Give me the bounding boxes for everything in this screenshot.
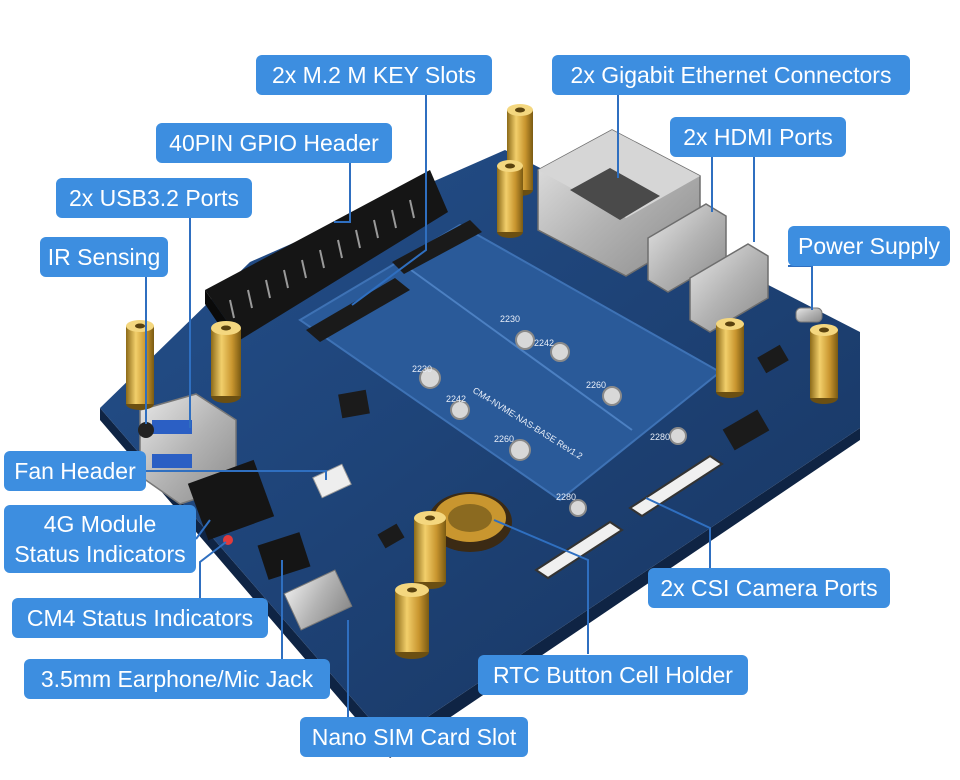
audio-jack	[257, 532, 311, 580]
label-4g-status: 4G Module Status Indicators	[4, 505, 196, 573]
chip	[757, 344, 789, 374]
label-power: Power Supply	[788, 226, 950, 266]
slot-size: 2280	[556, 492, 576, 502]
slot-size: 2242	[446, 394, 466, 404]
chip	[377, 523, 405, 549]
label-4g-line1: 4G Module	[43, 511, 157, 537]
ir-sensor	[138, 422, 154, 438]
label-m2-slots: 2x M.2 M KEY Slots	[256, 55, 492, 95]
label-rtc: RTC Button Cell Holder	[478, 655, 748, 695]
label-usb: 2x USB3.2 Ports	[56, 178, 252, 218]
slot-size: 2230	[500, 314, 520, 324]
standoff-screws	[419, 330, 687, 517]
leader-cm4	[199, 541, 227, 601]
label-audio: 3.5mm Earphone/Mic Jack	[24, 659, 330, 699]
label-4g-line2: Status Indicators	[14, 541, 186, 567]
m2-connectors	[306, 220, 482, 342]
leader-fan	[146, 470, 327, 480]
slot-size: 2280	[650, 432, 670, 442]
slot-size: 2260	[494, 434, 514, 444]
leader-m2	[351, 95, 427, 306]
brass-standoffs	[126, 104, 838, 659]
label-ir: IR Sensing	[40, 237, 168, 277]
label-fan: Fan Header	[4, 451, 146, 491]
leader-4g	[195, 519, 211, 540]
chip	[338, 389, 370, 419]
leader-gpio	[334, 163, 351, 223]
label-hdmi: 2x HDMI Ports	[670, 117, 846, 157]
hdmi-ports	[647, 203, 769, 333]
rtc-battery-holder	[428, 492, 512, 552]
label-sim: Nano SIM Card Slot	[300, 717, 528, 757]
label-ethernet: 2x Gigabit Ethernet Connectors	[552, 55, 910, 95]
fan-header	[312, 463, 352, 499]
power-connector	[795, 307, 823, 323]
sim-slot	[283, 569, 353, 631]
label-cm4-status: CM4 Status Indicators	[12, 598, 268, 638]
leader-csi	[645, 497, 711, 570]
chip	[722, 409, 770, 451]
slot-size: 2230	[412, 364, 432, 374]
leader-rtc	[493, 519, 589, 654]
leader-power	[788, 265, 813, 310]
slot-size: 2260	[586, 380, 606, 390]
label-gpio: 40PIN GPIO Header	[156, 123, 392, 163]
slot-size: 2242	[534, 338, 554, 348]
label-csi: 2x CSI Camera Ports	[648, 568, 890, 608]
